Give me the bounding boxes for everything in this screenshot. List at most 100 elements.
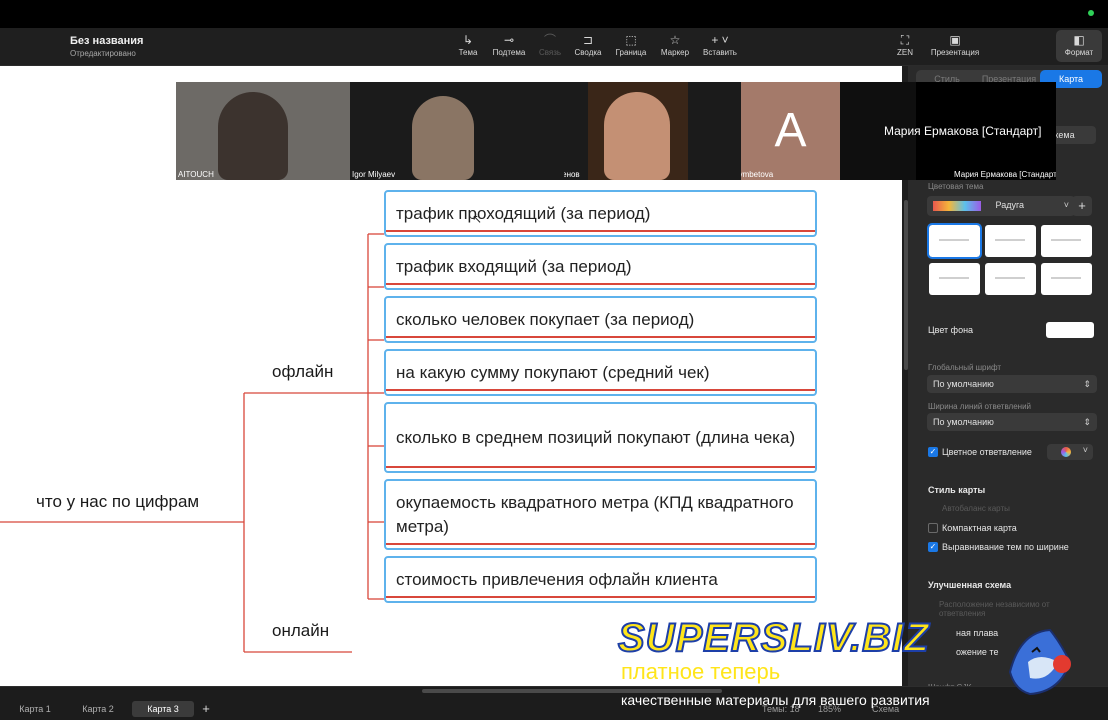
video-tile[interactable]: Олег Семенов <box>564 82 741 180</box>
relationship-icon: ⌒ <box>543 33 556 47</box>
branch-width-select[interactable]: По умолчанию ⇕ <box>927 413 1097 431</box>
zoom-level[interactable]: 185% <box>818 704 842 714</box>
chevron-down-icon: ˅ <box>1082 445 1088 455</box>
topic-text: сколько в среднем позиций покупают (длин… <box>396 427 796 447</box>
topic-check-length[interactable]: сколько в среднем позиций покупают (длин… <box>384 402 817 473</box>
add-theme-button[interactable]: + <box>1072 196 1092 216</box>
watermark-tagline-a: платное теперь <box>621 659 781 684</box>
video-tile[interactable]: Мария Ермакова [Стандарт] <box>916 82 1056 180</box>
topic-traffic-incoming[interactable]: трафик входящий (за период) <box>384 243 817 290</box>
theme-thumb[interactable] <box>929 263 980 295</box>
theme-thumb[interactable] <box>985 225 1036 257</box>
structure-select[interactable]: хема <box>1048 126 1096 144</box>
video-tile[interactable]: Igor Milyaev <box>350 82 564 180</box>
auto-balance-label: Автобаланс карты <box>942 504 1010 513</box>
global-font-value: По умолчанию <box>933 379 994 389</box>
topic-text: трафик входящий (за период) <box>396 256 632 276</box>
view-mode[interactable]: Схема <box>872 704 900 714</box>
participant-silhouette <box>218 92 288 180</box>
root-node[interactable]: что у нас по цифрам <box>36 492 200 511</box>
summary-button[interactable]: ⊐ Сводка <box>563 32 613 58</box>
participant-silhouette <box>604 92 670 180</box>
tab-style[interactable]: Стиль <box>934 74 960 84</box>
floating-label: ная плава <box>956 628 999 638</box>
theme-thumb[interactable] <box>985 263 1036 295</box>
star-icon: ☆ <box>669 33 681 47</box>
participant-name: Anara Syrymbetova <box>741 170 774 179</box>
watermark-tagline: платное теперь бесплатно <box>621 659 893 685</box>
presentation-button[interactable]: ▣ Презентация <box>925 32 985 58</box>
layout-topics-label: ожение те <box>956 647 999 657</box>
presentation-label: Презентация <box>930 48 980 57</box>
align-topics-checkbox[interactable]: ✓ <box>928 542 938 552</box>
boundary-button[interactable]: ⬚ Граница <box>606 32 656 58</box>
format-button[interactable]: ◧ Формат <box>1056 30 1102 62</box>
sheet-tab[interactable]: Карта 2 <box>82 704 114 714</box>
online-node[interactable]: онлайн <box>272 621 330 640</box>
format-inner: ◧ Формат <box>1054 32 1104 58</box>
video-tile[interactable]: AITOUCH <box>176 82 350 180</box>
color-theme-value: Радуга <box>995 200 1025 210</box>
horizontal-scrollbar[interactable] <box>422 689 722 693</box>
avatar-letter: A <box>774 104 807 157</box>
presentation-icon: ▣ <box>949 33 961 47</box>
subtopic-label: Подтема <box>492 48 526 57</box>
topic-count: Темы: 18 <box>762 704 800 714</box>
theme-thumb[interactable] <box>1041 225 1092 257</box>
global-font-label: Глобальный шрифт <box>928 363 1002 372</box>
relationship-button[interactable]: ⌒ Связь <box>525 32 575 58</box>
branch-color-picker[interactable]: ˅ <box>1047 444 1093 460</box>
document-title[interactable]: Без названия <box>70 35 144 47</box>
color-theme-select[interactable]: Радуга ˅ <box>927 196 1075 216</box>
participant-name: Igor Milyaev <box>352 170 396 179</box>
topic-square-meter[interactable]: окупаемость квадратного метра (КПД квадр… <box>384 479 817 550</box>
watermark-tagline-b: бесплатно <box>786 659 893 684</box>
topic-average-check[interactable]: на какую сумму покупают (средний чек) <box>384 349 817 396</box>
global-font-select[interactable]: По умолчанию ⇕ <box>927 375 1097 393</box>
watermark-logo: SUPERSLIV.BIZ <box>617 615 930 661</box>
rainbow-swatch <box>933 200 981 211</box>
topic-buyers-count[interactable]: сколько человек покупает (за период) <box>384 296 817 343</box>
video-tile[interactable]: A Anara Syrymbetova <box>741 82 916 180</box>
add-sheet-button[interactable]: + <box>202 701 210 716</box>
theme-thumb[interactable] <box>927 223 982 259</box>
zen-button[interactable]: ⛶ ZEN <box>880 32 930 58</box>
summary-icon: ⊐ <box>582 33 594 47</box>
offline-node[interactable]: офлайн <box>272 362 334 381</box>
color-branch-checkbox[interactable]: ✓ <box>928 447 938 457</box>
sheet-tab-active[interactable]: Карта 3 <box>132 701 194 717</box>
participant-name: Мария Ермакова [Стандарт] <box>954 170 1056 179</box>
relationship-label: Связь <box>538 48 562 57</box>
compact-map-checkbox[interactable] <box>928 523 938 533</box>
boundary-label: Граница <box>615 48 647 57</box>
topic-icon: ↳ <box>462 33 474 47</box>
connector-lines <box>0 233 384 653</box>
vertical-scrollbar[interactable] <box>904 200 908 370</box>
boundary-icon: ⬚ <box>625 33 637 47</box>
marker-button[interactable]: ☆ Маркер <box>650 32 700 58</box>
theme-thumb[interactable] <box>1041 263 1092 295</box>
chevron-down-icon: ˅ <box>1063 200 1069 210</box>
topic-text: трафик проходящий (за период) <box>396 203 651 223</box>
stepper-icon: ⇕ <box>1083 417 1091 427</box>
improved-scheme-heading: Улучшенная схема <box>928 580 1012 590</box>
compact-map-label: Компактная карта <box>942 523 1017 533</box>
sheet-tab[interactable]: Карта 1 <box>19 704 51 714</box>
participant-name: AITOUCH <box>178 170 214 179</box>
topic-text: на какую сумму покупают (средний чек) <box>396 362 710 382</box>
tab-presentation[interactable]: Презентация <box>981 74 1037 84</box>
recording-indicator <box>1088 10 1094 16</box>
topic-label: Тема <box>458 48 478 57</box>
bg-color-swatch[interactable] <box>1046 322 1094 338</box>
format-label: Формат <box>1064 48 1094 57</box>
fullscreen-icon: ⛶ <box>900 33 910 47</box>
map-style-heading: Стиль карты <box>928 485 986 495</box>
topic-acquisition-cost[interactable]: стоимость привлечения офлайн клиента <box>384 556 817 603</box>
shark-mascot-icon <box>1000 622 1080 702</box>
topic-button[interactable]: ↳ Тема <box>443 32 493 58</box>
color-theme-label: Цветовая тема <box>928 182 984 191</box>
insert-button[interactable]: + ˅ Вставить <box>695 32 745 58</box>
subtopic-button[interactable]: ⊸ Подтема <box>484 32 534 58</box>
topic-traffic-passing[interactable]: трафик проходящий (за период) <box>384 190 817 237</box>
